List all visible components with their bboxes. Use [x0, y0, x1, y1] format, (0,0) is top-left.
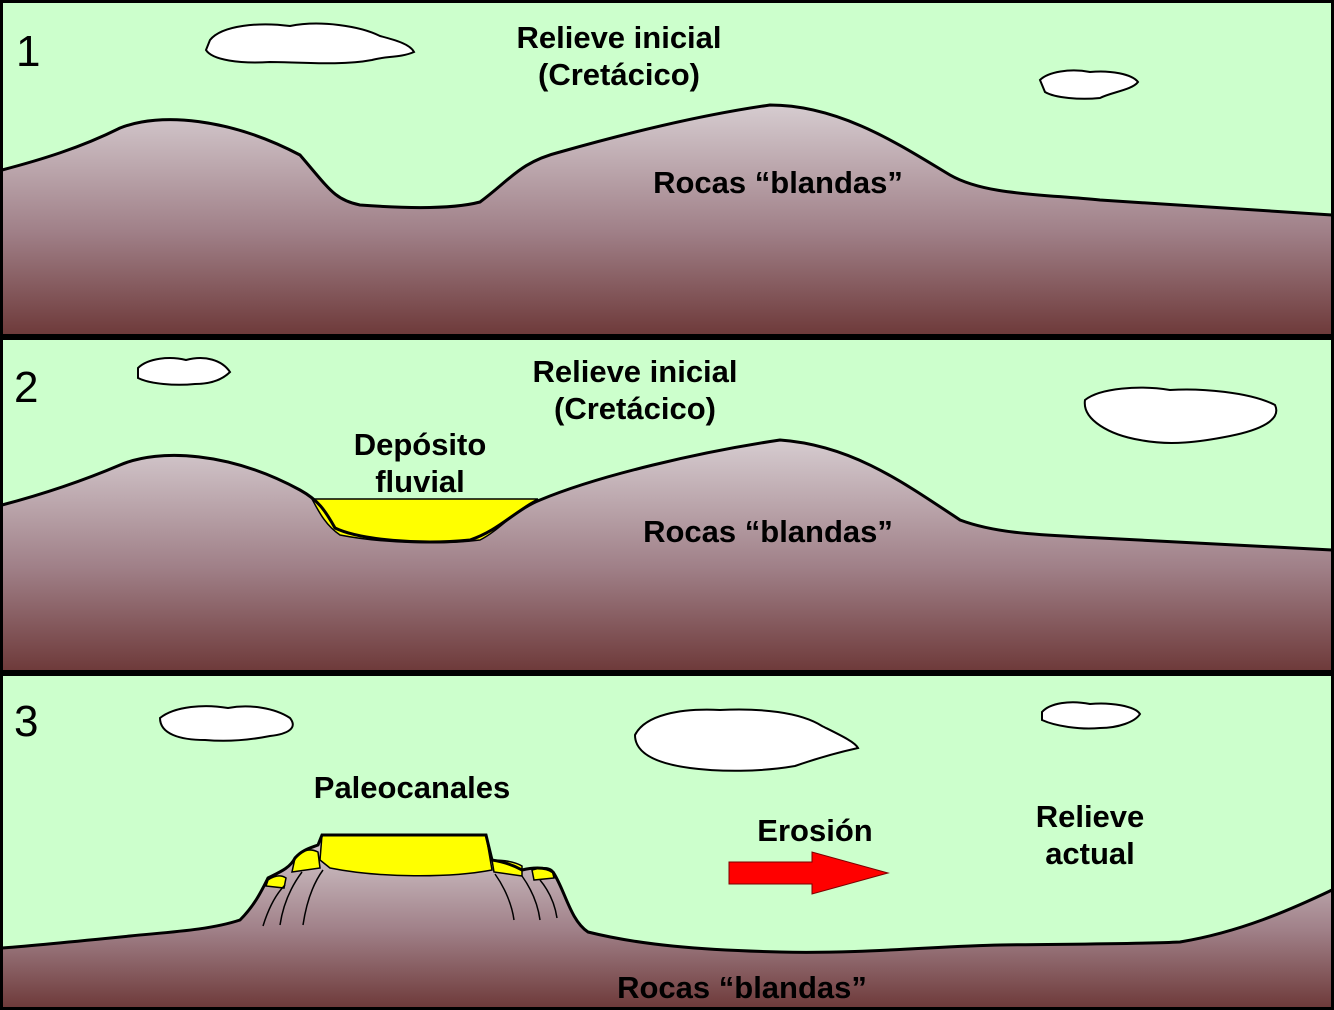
cloud-icon	[1038, 69, 1140, 100]
panel-3-profile-line	[1, 833, 1333, 954]
fracture-line	[539, 879, 558, 919]
panel-1-title-line2: (Cretácico)	[538, 57, 700, 92]
panel-1-number: 1	[16, 27, 40, 76]
panel-2-rock-label: Rocas “blandas”	[643, 514, 893, 549]
panel-1-title-line1: Relieve inicial	[516, 20, 721, 55]
cloud-icon	[158, 705, 294, 742]
panel-1: 1 Relieve inicial (Cretácico) Rocas “bla…	[0, 0, 1334, 337]
panel-3-number: 3	[14, 697, 38, 746]
fracture-line	[521, 875, 541, 921]
panel-2-profile-line	[1, 438, 1333, 552]
panel-2: 2 Relieve inicial (Cretácico) Depósito f…	[0, 337, 1334, 673]
cloud-icon	[633, 708, 860, 772]
erosion-label: Erosión	[757, 813, 872, 848]
current-relief-label-line1: Relieve	[1036, 799, 1145, 834]
paleochannel-main	[319, 834, 493, 877]
panel-2-title-line2: (Cretácico)	[554, 391, 716, 426]
panel-2-number: 2	[14, 363, 38, 412]
panel-3: 3 Paleocanales Erosión Relieve actual Ro…	[0, 673, 1334, 1010]
fracture-line	[262, 884, 286, 927]
panel-1-border	[0, 0, 1334, 337]
paleochannels-label: Paleocanales	[314, 770, 510, 805]
panel-2-rock	[2, 440, 1332, 671]
panel-3-border	[0, 673, 1334, 1010]
current-relief-label-line2: actual	[1045, 836, 1135, 871]
cloud-icon	[204, 22, 416, 65]
panel-2-title-line1: Relieve inicial	[532, 354, 737, 389]
panel-1-rock	[2, 105, 1332, 335]
deposit-label-line1: Depósito	[354, 427, 487, 462]
panel-3-rock-label: Rocas “blandas”	[617, 970, 867, 1005]
panel-1-profile-line	[1, 103, 1333, 217]
cloud-icon	[1083, 386, 1278, 444]
erosion-arrow	[728, 851, 890, 895]
panel-2-border	[0, 337, 1334, 673]
panel-3-rock	[2, 835, 1332, 1008]
cloud-icon	[137, 357, 232, 386]
cloud-icon	[1041, 701, 1142, 730]
deposit-label-line2: fluvial	[375, 464, 465, 499]
fracture-line	[279, 871, 303, 926]
fracture-line	[494, 873, 515, 921]
panel-1-rock-label: Rocas “blandas”	[653, 165, 903, 200]
fracture-line	[302, 869, 324, 926]
